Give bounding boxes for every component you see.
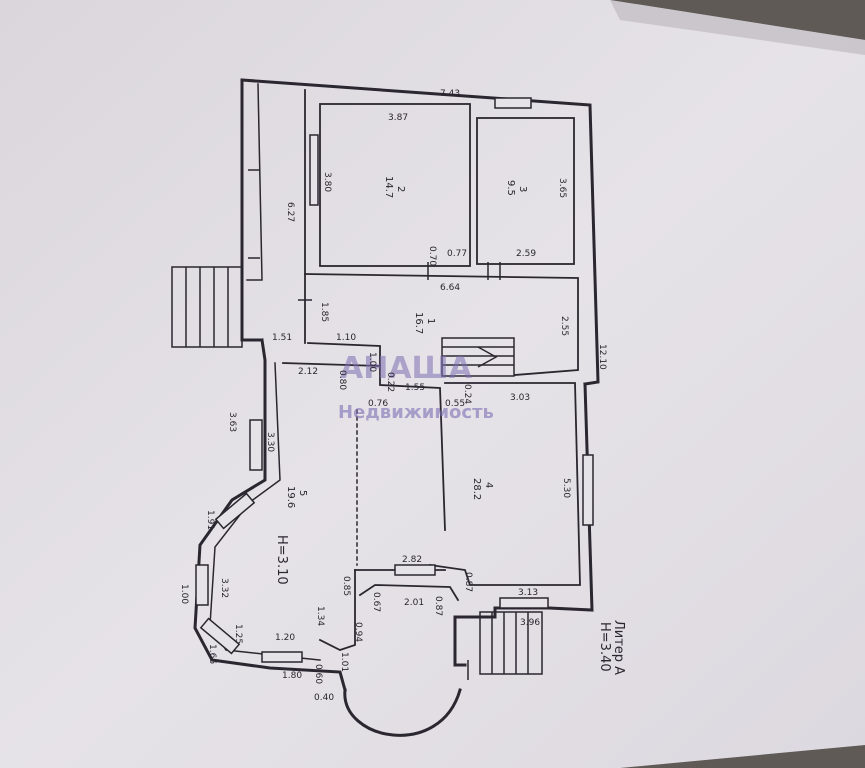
- room-1-area: 16.7: [413, 312, 424, 334]
- dimension-labels: 7.43 3.87 3.80 3.65 6.27 0.70 0.77 2.59 …: [179, 89, 607, 703]
- dim-room3-height: 3.65: [557, 178, 567, 198]
- dim-180: 1.80: [282, 671, 302, 681]
- room-labels: 2 14.7 3 9.5 1 16.7 4 28.2 5 19.6 Н=3.10: [274, 176, 528, 585]
- watermark-line1: АНАША: [340, 351, 473, 386]
- porch-steps-bottom: [479, 611, 543, 675]
- dim-085: 0.85: [341, 576, 351, 596]
- door-ticks: [248, 169, 501, 680]
- dim-332: 3.32: [219, 578, 229, 598]
- dim-101: 1.01: [339, 652, 349, 672]
- interior-stair: [441, 337, 515, 377]
- dim-125: 1.25: [233, 624, 243, 644]
- room-3-area: 9.5: [505, 180, 516, 196]
- porch-steps-left: [171, 266, 243, 348]
- dim-191: 1.91: [205, 510, 215, 530]
- dim-040: 0.40: [314, 693, 334, 703]
- dim-530: 5.30: [561, 478, 571, 498]
- dim-055: 0.55: [445, 399, 465, 409]
- dim-255: 2.55: [559, 316, 569, 336]
- dim-201: 2.01: [404, 598, 424, 608]
- room-4-number: 4: [483, 482, 494, 488]
- dim-left-wall: 6.27: [285, 202, 295, 222]
- dim-076: 0.76: [368, 399, 388, 409]
- room-4-area: 28.2: [471, 478, 482, 500]
- dim-094: 0.94: [353, 622, 363, 642]
- dim-151: 1.51: [272, 333, 292, 343]
- dim-212: 2.12: [298, 367, 318, 377]
- dim-100b: 1.00: [179, 584, 189, 604]
- dim-022: 0.22: [385, 372, 395, 392]
- dim-303: 3.03: [510, 393, 530, 403]
- dim-664: 6.64: [440, 283, 460, 293]
- room-5-number: 5: [297, 490, 308, 496]
- dim-155: 1.55: [405, 383, 425, 393]
- dim-100a: 1.00: [367, 352, 377, 372]
- dim-024: 0.24: [462, 384, 472, 404]
- dim-363: 3.63: [227, 412, 237, 432]
- dim-259: 2.59: [516, 249, 536, 259]
- dim-060: 0.60: [313, 664, 323, 684]
- title-line1: Литер А: [611, 620, 626, 675]
- dim-282: 2.82: [402, 555, 422, 565]
- dim-top-total: 7.43: [440, 89, 460, 99]
- title-line2: Н=3.40: [597, 622, 612, 672]
- dim-185: 1.85: [319, 302, 329, 322]
- dim-396: 3.96: [520, 618, 540, 628]
- dim-080: 0.80: [337, 370, 347, 390]
- watermark-line2: Недвижимость: [338, 402, 494, 423]
- dim-right-total: 12.10: [597, 344, 607, 370]
- page-shadow-edge: [610, 0, 865, 55]
- dim-087a: 0.87: [433, 596, 443, 616]
- dim-110: 1.10: [336, 333, 356, 343]
- room-2-area: 14.7: [383, 176, 394, 198]
- dim-087b: 0.87: [463, 572, 473, 592]
- dim-room2-width: 3.87: [388, 113, 408, 123]
- windows: [195, 97, 594, 663]
- dim-313: 3.13: [518, 588, 538, 598]
- dim-330: 3.30: [265, 432, 275, 452]
- room-3-number: 3: [517, 186, 528, 192]
- dim-077: 0.77: [447, 249, 467, 259]
- dim-166: 1.66: [207, 644, 217, 664]
- dim-067: 0.67: [371, 592, 381, 612]
- dim-120: 1.20: [275, 633, 295, 643]
- room-2-number: 2: [395, 186, 406, 192]
- room-5-height: Н=3.10: [274, 535, 289, 585]
- dim-070: 0.70: [427, 246, 437, 266]
- dim-134: 1.34: [315, 606, 325, 626]
- walls: [193, 78, 600, 737]
- room-1-number: 1: [425, 318, 436, 324]
- dim-room2-height: 3.80: [322, 172, 332, 192]
- room-5-area: 19.6: [285, 486, 296, 508]
